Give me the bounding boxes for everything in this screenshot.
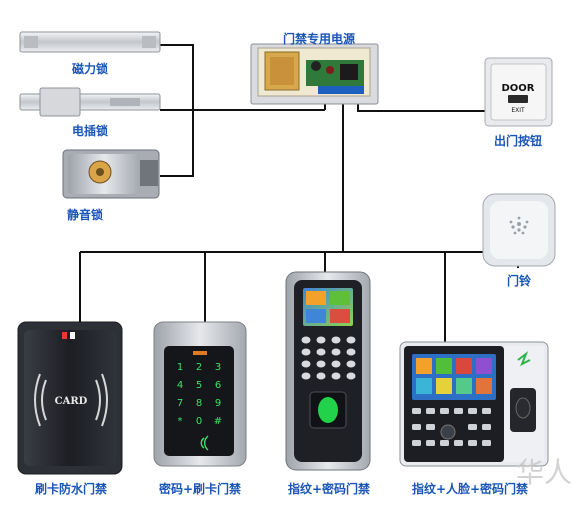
keypad-key[interactable]: 6	[215, 380, 221, 391]
bolt-lock	[20, 88, 160, 116]
label-doorbell: 门铃	[507, 272, 531, 289]
fingerprint-key[interactable]	[347, 337, 356, 344]
fingerprint-key[interactable]	[332, 373, 341, 380]
face-key[interactable]	[482, 440, 491, 446]
fingerprint-key[interactable]	[317, 337, 326, 344]
exit-button-face-bottom: EXIT	[511, 107, 525, 114]
keypad-key[interactable]: 1	[177, 362, 183, 373]
camera-icon	[441, 425, 455, 439]
fingerprint-key[interactable]	[347, 349, 356, 356]
door-arrow-icon	[508, 95, 528, 103]
label-face: 指纹+人脸+密码门禁	[412, 480, 528, 497]
keypad-key[interactable]: 2	[196, 362, 202, 373]
keypad-key[interactable]: *	[178, 416, 183, 427]
fingerprint-key[interactable]	[317, 349, 326, 356]
fingerprint-key[interactable]	[332, 349, 341, 356]
face-key[interactable]	[426, 408, 435, 414]
face-key[interactable]	[454, 440, 463, 446]
fingerprint-key[interactable]	[302, 349, 311, 356]
face-key[interactable]	[468, 424, 477, 430]
label-power-supply: 门禁专用电源	[283, 30, 355, 47]
keypad-key[interactable]: 7	[177, 398, 183, 409]
label-silent-lock: 静音锁	[67, 206, 103, 223]
exit-button-device: DOOR EXIT	[485, 58, 552, 126]
keypad-key[interactable]: 0	[196, 416, 202, 427]
keypad-key[interactable]: #	[214, 416, 222, 427]
label-card-reader: 刷卡防水门禁	[35, 480, 107, 497]
face-fingerprint-sensor-icon	[516, 398, 530, 418]
keypad-key[interactable]: 9	[215, 398, 221, 409]
fingerprint-key[interactable]	[332, 337, 341, 344]
fingerprint-key[interactable]	[302, 373, 311, 380]
magnetic-lock	[20, 32, 160, 52]
face-key[interactable]	[454, 408, 463, 414]
label-fingerprint: 指纹+密码门禁	[288, 480, 370, 497]
doorbell-device	[483, 194, 555, 266]
fingerprint-key[interactable]	[317, 361, 326, 368]
face-key[interactable]	[426, 424, 435, 430]
power-supply-box	[251, 44, 378, 104]
keypad-key[interactable]: 5	[196, 380, 202, 391]
card-reader-card-text: CARD	[55, 396, 88, 407]
face-key[interactable]	[468, 440, 477, 446]
watermark: 华人	[516, 451, 572, 491]
status-led-red	[62, 332, 67, 339]
face-key[interactable]	[482, 408, 491, 414]
card-reader-device: CARD	[18, 322, 122, 474]
fingerprint-key[interactable]	[347, 361, 356, 368]
silent-lock	[63, 150, 159, 198]
fingerprint-sensor-icon	[318, 397, 338, 423]
label-bolt-lock: 电插锁	[72, 122, 108, 139]
status-led-white	[70, 332, 75, 339]
keypad-key[interactable]: 4	[177, 380, 183, 391]
fingerprint-terminal	[286, 272, 370, 470]
fingerprint-key[interactable]	[302, 337, 311, 344]
fingerprint-key[interactable]	[347, 373, 356, 380]
face-terminal	[400, 342, 548, 466]
face-key[interactable]	[412, 440, 421, 446]
face-key[interactable]	[412, 408, 421, 414]
face-key[interactable]	[440, 408, 449, 414]
face-key[interactable]	[468, 408, 477, 414]
fingerprint-key[interactable]	[332, 361, 341, 368]
face-key[interactable]	[440, 440, 449, 446]
keypad-key[interactable]: 8	[196, 398, 202, 409]
fingerprint-key[interactable]	[317, 373, 326, 380]
face-key[interactable]	[426, 440, 435, 446]
keypad-device: 1 2 3 4 5 6 7 8 9 * 0 #	[154, 322, 246, 466]
face-key[interactable]	[482, 424, 491, 430]
exit-button-face-top: DOOR	[501, 83, 534, 94]
fingerprint-key[interactable]	[302, 361, 311, 368]
label-keypad: 密码+刷卡门禁	[159, 480, 241, 497]
face-key[interactable]	[412, 424, 421, 430]
label-exit-button: 出门按钮	[494, 132, 542, 149]
label-magnetic-lock: 磁力锁	[72, 60, 108, 77]
keypad-key[interactable]: 3	[215, 362, 221, 373]
